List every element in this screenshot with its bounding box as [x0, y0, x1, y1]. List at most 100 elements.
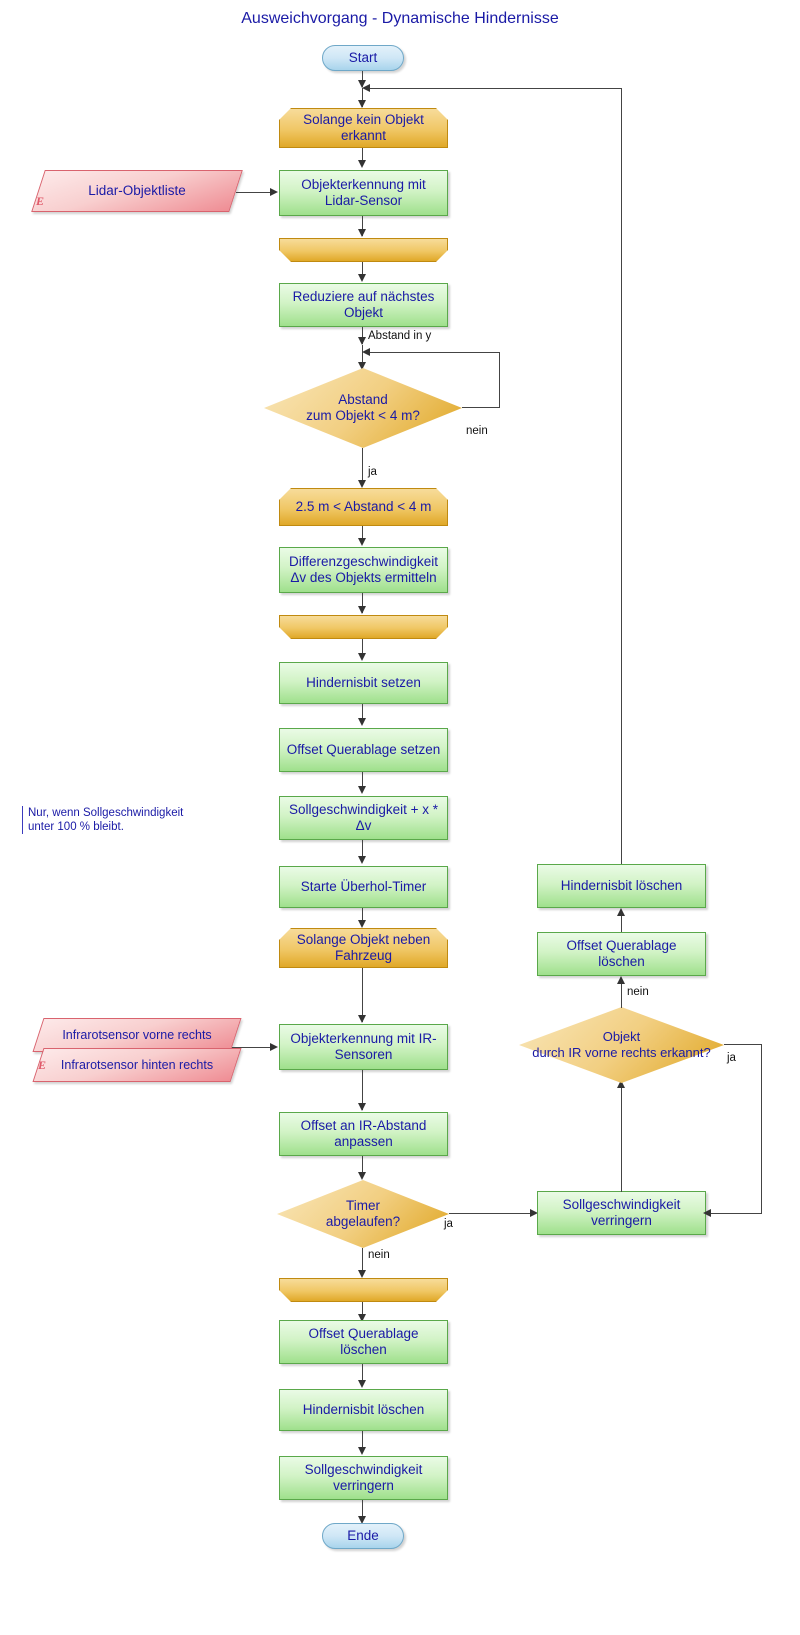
- node-start[interactable]: Start: [322, 45, 404, 71]
- node-clear-bit-right[interactable]: Hindernisbit löschen: [537, 864, 706, 908]
- input-lidar-e-marker: E: [36, 194, 45, 208]
- arrowhead-loop1: [358, 100, 366, 108]
- arrowhead-lidar: [358, 160, 366, 168]
- arrowhead-reduce: [358, 274, 366, 282]
- node-speed-plus[interactable]: Sollgeschwindigkeit + x * Δv: [279, 796, 448, 840]
- node-decision-ir-object-label: Objekt durch IR vorne rechts erkannt?: [532, 1029, 711, 1060]
- node-delta-v-label: Differenzgeschwindigkeit Δv des Objekts …: [288, 554, 439, 585]
- node-clear-offset-right[interactable]: Offset Querablage löschen: [537, 932, 706, 976]
- node-adjust-offset-ir-label: Offset an IR-Abstand anpassen: [300, 1118, 427, 1149]
- node-end-label: Ende: [347, 1528, 379, 1543]
- arrowhead-decir-bottom: [617, 1080, 625, 1088]
- arrowhead-lidar-input: [270, 188, 278, 196]
- arrowhead-loopend1: [358, 229, 366, 237]
- node-clear-bit-bottom-label: Hindernisbit löschen: [302, 1402, 425, 1417]
- connector-dectimer-yes: [449, 1213, 534, 1215]
- node-set-obstacle-bit-label: Hindernisbit setzen: [306, 675, 421, 690]
- arrowhead-clearbitright: [617, 908, 625, 916]
- arrowhead-deltav: [358, 538, 366, 546]
- connector-ir-input: [232, 1047, 272, 1049]
- node-loop-object-beside[interactable]: Solange Objekt neben Fahrzeug: [279, 928, 448, 968]
- connector-dectimer-no: [362, 1248, 364, 1276]
- connector-adjust-dectimer: [362, 1156, 364, 1178]
- arrowhead-ende: [358, 1516, 366, 1524]
- node-clear-bit-bottom[interactable]: Hindernisbit löschen: [279, 1389, 448, 1431]
- node-loop-object-beside-label: Solange Objekt neben Fahrzeug: [296, 932, 431, 963]
- node-decision-timer-label: Timer abgelaufen?: [325, 1198, 401, 1229]
- connector-join-decision1: [362, 345, 364, 368]
- connector-dec1-no-right: [462, 407, 500, 409]
- arrowhead-decir-yes: [703, 1209, 711, 1217]
- node-set-obstacle-bit[interactable]: Hindernisbit setzen: [279, 662, 448, 704]
- arrowhead-dec1-yes: [358, 480, 366, 488]
- arrowhead-dectimer-yes: [530, 1209, 538, 1217]
- node-loop-end-1[interactable]: [279, 238, 448, 262]
- node-loop-no-object[interactable]: Solange kein Objekt erkannt: [279, 108, 448, 148]
- arrowhead-bit: [358, 653, 366, 661]
- arrowhead-ir-input: [270, 1043, 278, 1051]
- connector-reducespeedright-up: [621, 1082, 623, 1192]
- connector-decir-no-up: [621, 978, 623, 1008]
- node-adjust-offset-ir[interactable]: Offset an IR-Abstand anpassen: [279, 1112, 448, 1156]
- input-ir-rear-right-label: Infrarotsensor hinten rechts: [60, 1058, 214, 1072]
- input-lidar-objektliste[interactable]: Lidar-Objektliste: [31, 170, 243, 212]
- arrowhead-loopend2: [358, 606, 366, 614]
- node-loop-distance-range-label: 2.5 m < Abstand < 4 m: [295, 499, 432, 514]
- connector-loopend1-reduce: [362, 262, 364, 280]
- node-reduce-nearest[interactable]: Reduziere auf nächstes Objekt: [279, 283, 448, 327]
- connector-speed-timer: [362, 840, 364, 862]
- node-clear-offset-bottom[interactable]: Offset Querablage löschen: [279, 1320, 448, 1364]
- node-delta-v[interactable]: Differenzgeschwindigkeit Δv des Objekts …: [279, 547, 448, 593]
- connector-loopend3-clearoffset: [362, 1302, 364, 1320]
- arrowhead-reducespeed: [358, 1447, 366, 1455]
- arrowhead-return-join: [362, 84, 370, 92]
- node-start-timer[interactable]: Starte Überhol-Timer: [279, 866, 448, 908]
- connector-reducespeed-ende: [362, 1500, 364, 1522]
- node-reduce-speed-bottom-label: Sollgeschwindigkeit verringern: [304, 1462, 423, 1493]
- node-decision-distance-label: Abstand zum Objekt < 4 m?: [306, 392, 420, 423]
- edge-label-decir-no: nein: [627, 986, 649, 998]
- edge-label-abstand-in-y: Abstand in y: [368, 330, 432, 342]
- annotation-speed-note: Nur, wenn Sollgeschwindigkeit unter 100 …: [22, 806, 228, 834]
- arrowhead-dec1-no-join: [362, 348, 370, 356]
- connector-loop3-ir: [362, 968, 364, 1022]
- node-set-offset[interactable]: Offset Querablage setzen: [279, 728, 448, 772]
- connector-deltav-loopend2: [362, 593, 364, 613]
- arrowhead-reduce-join: [358, 337, 366, 345]
- connector-return-up: [621, 88, 623, 864]
- arrowhead-ir: [358, 1015, 366, 1023]
- connector-decir-yes-into: [709, 1213, 762, 1215]
- edge-label-dec1-yes: ja: [368, 466, 377, 478]
- node-ir-detect-label: Objekterkennung mit IR-Sensoren: [290, 1031, 437, 1062]
- node-reduce-speed-right[interactable]: Sollgeschwindigkeit verringern: [537, 1191, 706, 1235]
- connector-bit-offset: [362, 704, 364, 724]
- node-clear-offset-right-label: Offset Querablage löschen: [566, 938, 677, 969]
- arrowhead-loop3: [358, 920, 366, 928]
- arrowhead-decision1: [358, 362, 366, 370]
- node-speed-plus-label: Sollgeschwindigkeit + x * Δv: [289, 802, 438, 833]
- node-lidar-detect[interactable]: Objekterkennung mit Lidar-Sensor: [279, 170, 448, 216]
- connector-join-loop1: [362, 88, 364, 107]
- connector-reduce-join: [362, 327, 364, 344]
- node-loop-end-2[interactable]: [279, 615, 448, 639]
- connector-return-top: [364, 88, 622, 90]
- node-end[interactable]: Ende: [322, 1523, 404, 1549]
- node-loop-distance-range[interactable]: 2.5 m < Abstand < 4 m: [279, 488, 448, 526]
- node-ir-detect[interactable]: Objekterkennung mit IR-Sensoren: [279, 1024, 448, 1070]
- arrowhead-speed: [358, 786, 366, 794]
- node-reduce-speed-bottom[interactable]: Sollgeschwindigkeit verringern: [279, 1456, 448, 1500]
- connector-dec1-no-back: [364, 352, 500, 354]
- connector-ir-adjust: [362, 1070, 364, 1110]
- connector-dec1-yes: [362, 448, 364, 486]
- connector-lidar-loopend1: [362, 216, 364, 236]
- connector-loop2-deltav: [362, 526, 364, 544]
- arrowhead-timer: [358, 856, 366, 864]
- arrowhead-adjust: [358, 1103, 366, 1111]
- connector-decir-yes-down: [761, 1044, 763, 1213]
- input-ir-front-right-label: Infrarotsensor vorne rechts: [62, 1028, 212, 1042]
- input-ir-front-right[interactable]: Infrarotsensor vorne rechts: [32, 1018, 242, 1052]
- diagram-title: Ausweichvorgang - Dynamische Hindernisse: [241, 10, 559, 27]
- node-loop-end-3[interactable]: [279, 1278, 448, 1302]
- input-ir-rear-right[interactable]: Infrarotsensor hinten rechts: [32, 1048, 242, 1082]
